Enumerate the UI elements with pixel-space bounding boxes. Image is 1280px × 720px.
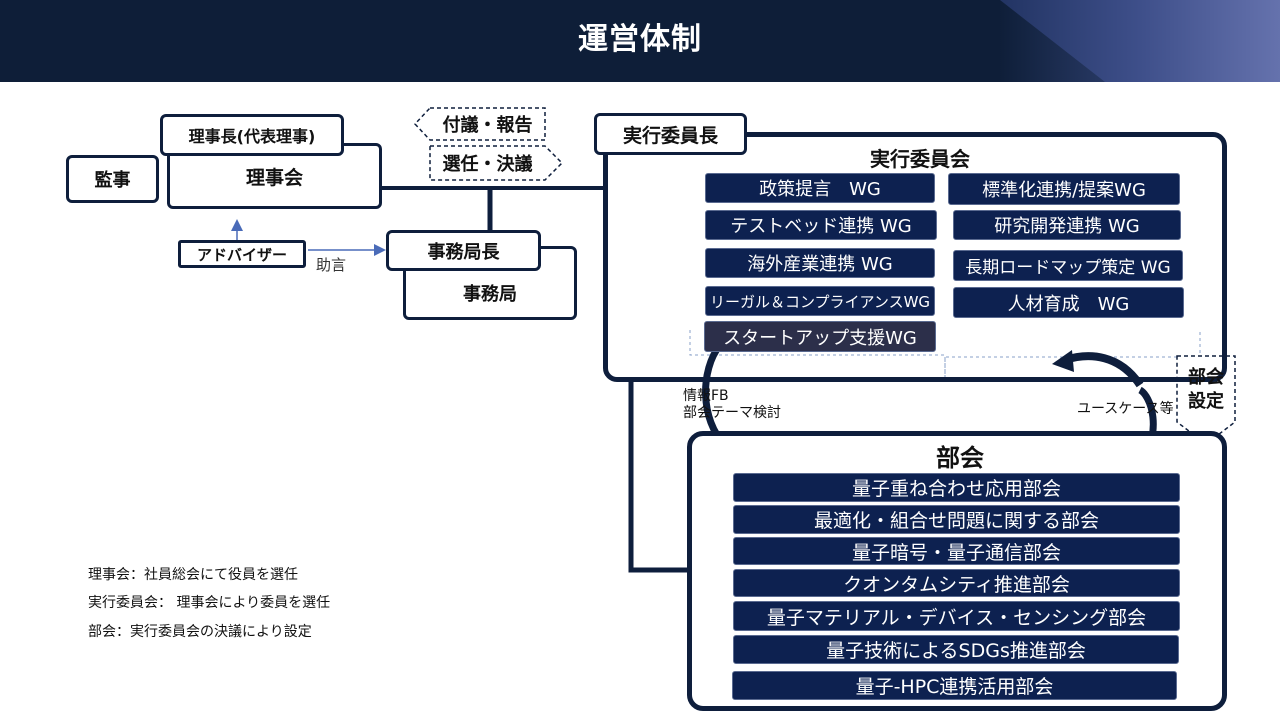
subcommittee-item: 量子マテリアル・デバイス・センシング部会 xyxy=(733,601,1180,631)
advisor-label: アドバイザー xyxy=(196,245,287,264)
executive-committee-title: 実行委員会 xyxy=(870,147,970,171)
wg-policy: 政策提言 WG xyxy=(705,173,935,203)
wg-testbed: テストベッド連携 WG xyxy=(705,210,937,240)
executive-chair-tag: 実行委員長 xyxy=(594,113,747,155)
refer-report-tag: 付議・報告 xyxy=(442,115,533,136)
subcommittee-title: 部会 xyxy=(936,444,984,472)
secretariat-label: 事務局 xyxy=(463,284,517,305)
advisor-box: アドバイザー xyxy=(178,240,306,268)
subcommittee-item: 量子技術によるSDGs推進部会 xyxy=(733,635,1179,664)
wg-overseas: 海外産業連携 WG xyxy=(705,248,935,278)
elect-decide-shape xyxy=(429,145,564,181)
use-case-arrowhead xyxy=(1052,350,1074,372)
brace-left xyxy=(689,330,946,380)
wg-talent: 人材育成 WG xyxy=(953,287,1184,318)
setup-line1: 部会 xyxy=(1188,367,1224,388)
auditor-box: 監事 xyxy=(66,155,159,203)
note-board: 理事会：社員総会にて役員を選任 xyxy=(88,567,298,583)
advice-label: 助言 xyxy=(316,256,347,274)
setup-line2: 設定 xyxy=(1188,391,1224,412)
wg-standardization: 標準化連携/提案WG xyxy=(948,173,1180,205)
page-title: 運営体制 xyxy=(578,22,702,57)
wg-roadmap: 長期ロードマップ策定 WG xyxy=(953,250,1183,281)
subcommittee-item: 量子暗号・量子通信部会 xyxy=(733,537,1180,565)
auditor-label: 監事 xyxy=(94,170,131,191)
subcommittee-item: 最適化・組合せ問題に関する部会 xyxy=(733,505,1180,534)
exec-subcommittee-line xyxy=(628,380,690,573)
executive-chair-label: 実行委員長 xyxy=(622,124,718,147)
secretary-general-tag: 事務局長 xyxy=(386,230,541,271)
refer-report-shape xyxy=(413,107,546,141)
wg-legal: リーガル＆コンプライアンスWG xyxy=(705,286,935,316)
note-subcommittee: 部会：実行委員会の決議により設定 xyxy=(88,624,312,640)
board-label: 理事会 xyxy=(245,167,303,189)
wg-rnd: 研究開発連携 WG xyxy=(953,210,1181,240)
subcommittee-item: 量子-HPC連携活用部会 xyxy=(732,671,1177,700)
subcommittee-item: 量子重ね合わせ応用部会 xyxy=(733,473,1180,502)
chairman-tag: 理事長(代表理事) xyxy=(160,114,344,156)
info-fb-label: 情報FB 部会テーマ検討 xyxy=(683,388,781,422)
info-fb-line2: 部会テーマ検討 xyxy=(683,405,781,421)
secretary-general-label: 事務局長 xyxy=(427,241,500,263)
use-case-label: ユースケース等 xyxy=(1077,401,1174,417)
executive-committee-frame xyxy=(603,132,1227,382)
info-fb-line1: 情報FB xyxy=(683,388,729,404)
wg-startup: スタートアップ支援WG xyxy=(704,321,936,352)
setup-label: 部会 設定 xyxy=(1177,366,1235,414)
chairman-label: 理事長(代表理事) xyxy=(188,127,316,146)
subcommittee-item: クオンタムシティ推進部会 xyxy=(733,569,1180,597)
note-executive: 実行委員会： 理事会により委員を選任 xyxy=(88,595,331,611)
elect-decide-tag: 選任・決議 xyxy=(442,154,533,175)
